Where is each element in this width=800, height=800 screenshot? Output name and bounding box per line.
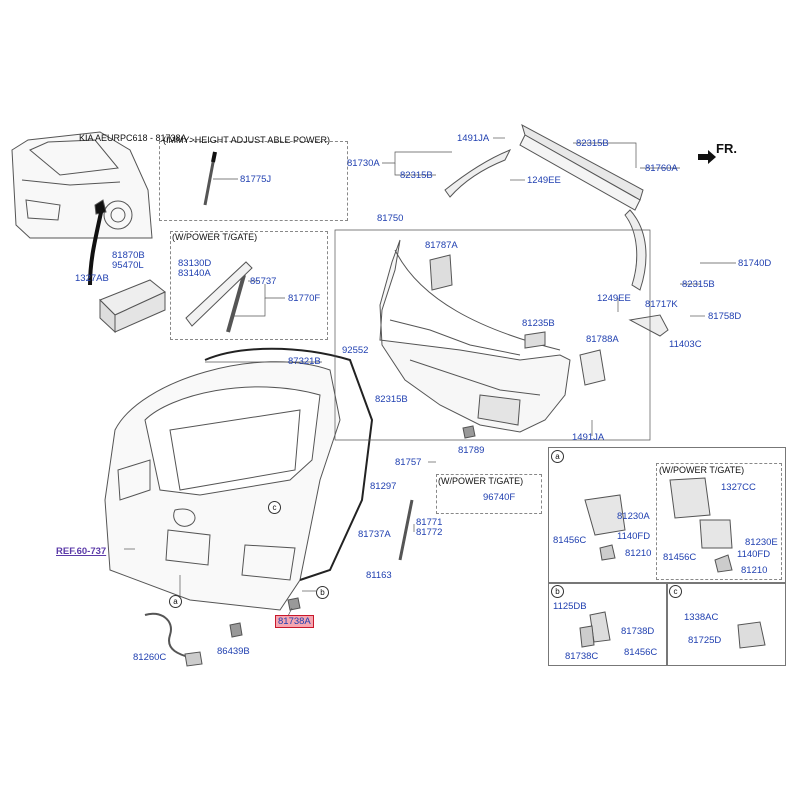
part-label[interactable]: 95470L xyxy=(112,260,144,271)
trim-panel-81750 xyxy=(379,239,606,439)
callout-a-marker: a xyxy=(169,595,182,608)
part-label[interactable]: 81210 xyxy=(741,565,768,576)
part-label[interactable]: 81163 xyxy=(366,570,392,581)
part-label[interactable]: 81740D xyxy=(738,258,772,269)
part-label[interactable]: 81456C xyxy=(624,647,658,658)
part-label[interactable]: 81771 xyxy=(416,517,443,528)
leader-lines xyxy=(124,137,736,621)
group-title-height-adjust: (IMMY>HEIGHT ADJUST ABLE POWER) xyxy=(163,135,330,145)
part-label[interactable]: 1491JA xyxy=(572,432,605,443)
part-label[interactable]: 81230A xyxy=(617,511,650,522)
part-label[interactable]: 81230E xyxy=(745,537,778,548)
part-label[interactable]: 81770F xyxy=(288,293,321,304)
part-label[interactable]: 83130D xyxy=(178,258,212,269)
spoiler-81760a xyxy=(521,123,644,201)
module-81870b xyxy=(99,279,166,334)
callout-b-header: b xyxy=(551,585,564,598)
part-label[interactable]: 83140A xyxy=(178,268,211,279)
part-label[interactable]: 92552 xyxy=(342,345,369,356)
handle-81717k xyxy=(628,314,669,337)
part-label[interactable]: 11403C xyxy=(669,339,702,350)
part-label[interactable]: 81725D xyxy=(688,635,722,646)
garnish-81730a xyxy=(444,149,512,198)
front-arrow-icon xyxy=(698,150,716,164)
part-label[interactable]: 1125DB xyxy=(553,601,587,612)
part-label[interactable]: 81789 xyxy=(458,445,485,456)
part-label[interactable]: 82315B xyxy=(682,279,715,290)
detail-box-b xyxy=(548,582,668,666)
latch-81230a xyxy=(584,494,626,536)
detail-box-c xyxy=(666,582,786,666)
group-title-power-gate-3: (W/POWER T/GATE) xyxy=(659,465,745,475)
spindle-81770f xyxy=(226,274,246,333)
part-label[interactable]: 1327CC xyxy=(721,482,756,493)
vehicle-thumbnail xyxy=(11,131,153,286)
part-label[interactable]: 81456C xyxy=(553,535,587,546)
group-box-height-adjust xyxy=(159,141,348,221)
callout-c-marker: c xyxy=(268,501,281,514)
part-label[interactable]: 81235B xyxy=(522,318,555,329)
gas-strut-81771 xyxy=(398,499,414,561)
callout-a-header: a xyxy=(551,450,564,463)
group-box-power-gate-3 xyxy=(656,463,782,580)
weatherstrip-87321b xyxy=(204,347,374,581)
front-direction-label: FR. xyxy=(716,141,737,156)
garnish-81740d xyxy=(624,209,647,291)
part-label[interactable]: 96740F xyxy=(483,492,516,503)
part-label[interactable]: 1140FD xyxy=(617,531,651,542)
part-label[interactable]: 1327AB xyxy=(75,273,109,284)
group-box-power-gate-2 xyxy=(436,474,542,514)
part-label[interactable]: 82315B xyxy=(375,394,408,405)
reference-link[interactable]: REF.60-737 xyxy=(56,546,107,557)
tailgate-assembly xyxy=(104,347,374,638)
part-label[interactable]: 81297 xyxy=(370,481,397,492)
part-label[interactable]: 81210 xyxy=(625,548,652,559)
part-label[interactable]: 1338AC xyxy=(684,612,719,623)
part-label[interactable]: 81775J xyxy=(240,174,272,185)
part-label[interactable]: 81260C xyxy=(133,652,167,663)
part-label[interactable]: 81760A xyxy=(645,163,678,174)
part-label[interactable]: 86439B xyxy=(217,646,250,657)
highlighted-part-label[interactable]: 81738A xyxy=(275,615,314,628)
bracket-81725d xyxy=(737,621,766,649)
callout-b-marker: b xyxy=(316,586,329,599)
part-label[interactable]: 1249EE xyxy=(527,175,561,186)
part-label[interactable]: 1249EE xyxy=(597,293,631,304)
group-title-power-gate-2: (W/POWER T/GATE) xyxy=(438,476,524,486)
part-label[interactable]: 81717K xyxy=(645,299,678,310)
part-label[interactable]: 81787A xyxy=(425,240,458,251)
part-label[interactable]: 1491JA xyxy=(457,133,490,144)
part-label[interactable]: 81870B xyxy=(112,250,145,261)
harness-81260c xyxy=(144,612,193,659)
part-label[interactable]: 1140FD xyxy=(737,549,771,560)
part-label[interactable]: 85737 xyxy=(250,276,277,287)
part-label[interactable]: 81738C xyxy=(565,651,599,662)
part-label[interactable]: 81757 xyxy=(395,457,422,468)
part-label[interactable]: 81456C xyxy=(663,552,697,563)
group-box-power-gate xyxy=(170,231,328,340)
part-label[interactable]: 81737A xyxy=(358,529,391,540)
callout-c-header: c xyxy=(669,585,682,598)
part-label[interactable]: 81788A xyxy=(586,334,619,345)
part-label[interactable]: 81738D xyxy=(621,626,655,637)
part-label[interactable]: 82315B xyxy=(400,170,433,181)
group-title-power-gate: (W/POWER T/GATE) xyxy=(172,232,258,242)
part-label[interactable]: 81758D xyxy=(708,311,742,322)
part-label[interactable]: 82315B xyxy=(576,138,609,149)
part-label[interactable]: 87321B xyxy=(288,356,321,367)
part-label[interactable]: 81750 xyxy=(377,213,404,224)
header-text: KIA AEURPC618 - 81738A xyxy=(79,133,187,143)
part-label[interactable]: 81730A xyxy=(347,158,380,169)
part-label[interactable]: 81772 xyxy=(416,527,443,538)
